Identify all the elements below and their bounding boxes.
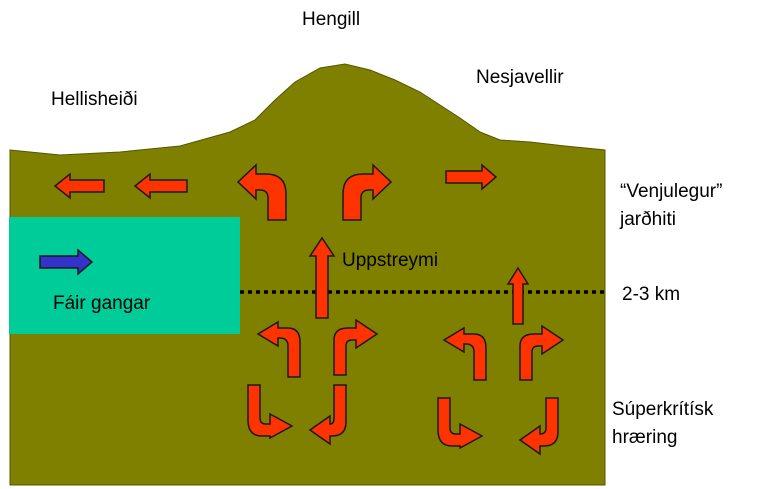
label-uppstreymi: Uppstreymi: [342, 249, 438, 273]
label-jardhiti: jarðhiti: [620, 208, 676, 232]
few-dykes-box: [9, 217, 240, 334]
label-depth: 2-3 km: [622, 283, 680, 307]
label-fair-gangar: Fáir gangar: [53, 292, 150, 316]
label-superkritisk: Súperkrítísk: [612, 398, 713, 422]
label-venjulegur: “Venjulegur”: [620, 180, 722, 204]
label-nesjavellir: Nesjavellir: [476, 66, 564, 90]
label-hengill: Hengill: [302, 8, 360, 32]
label-hraering: hræring: [612, 426, 677, 450]
label-hellisheidi: Hellisheiði: [51, 88, 138, 112]
